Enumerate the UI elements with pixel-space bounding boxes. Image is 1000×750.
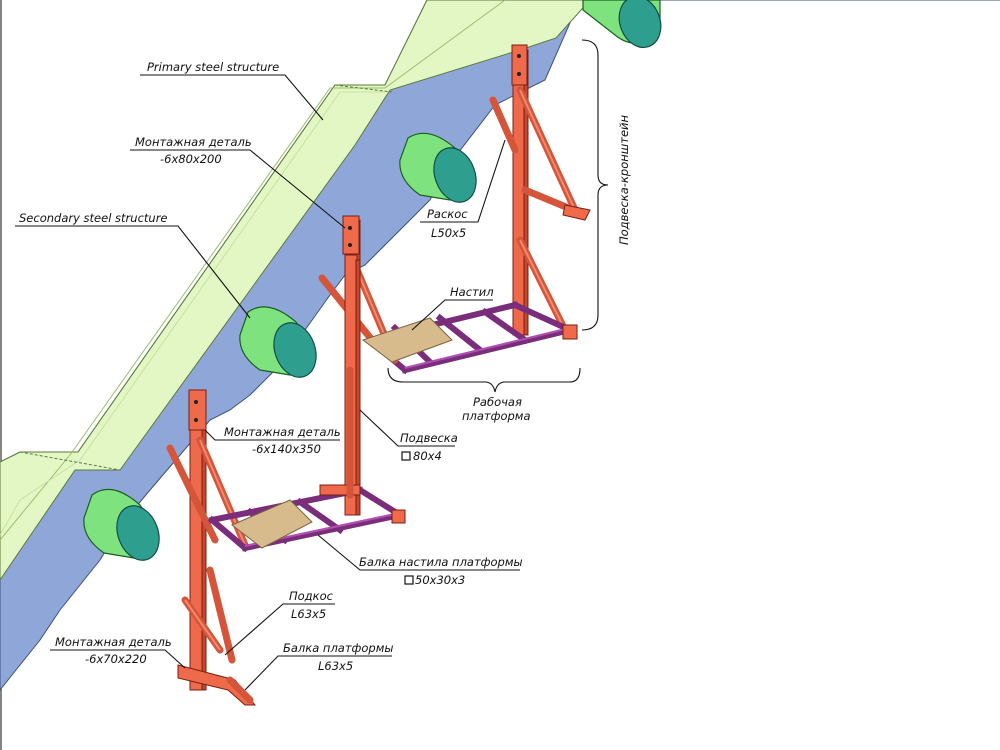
label-platform-line1: Рабочая [473,395,522,409]
label-secondary-text: Secondary steel structure [19,211,168,225]
label-podveska-title: Подвеска [400,431,458,445]
pipe-4 [83,488,160,561]
label-mount1-size: -6x80x200 [160,152,222,166]
upper-deck-plate [361,317,453,363]
label-primary-text: Primary steel structure [147,60,279,74]
label-mount3-title: Монтажная деталь [55,635,172,649]
label-deckbeam-size: 50x30x3 [415,573,465,587]
label-podkos-size: L63x5 [291,607,326,621]
pipe-1 [582,0,662,48]
label-raskos-size: L50x5 [431,226,466,240]
label-platbeam-size: L63x5 [318,659,353,673]
label-mount3-size: -6x70x220 [85,652,147,666]
label-mount2-size: -6x140x350 [252,442,321,456]
lower-deck-plate [231,499,313,549]
pipe-3 [239,306,317,378]
square-section-icon [404,575,414,585]
label-mount-detail-3: Монтажная деталь -6x70x220 [50,635,186,669]
label-nastil-text: Настил [450,285,494,299]
label-podkos: Подкос L63x5 [224,589,335,656]
label-primary-steel: Primary steel structure [140,60,324,121]
label-bracket-side-text: Подвеска-кронштейн [617,114,631,245]
label-deck-beam: Балка настила платформы 50x30x3 [317,534,523,587]
label-raskos: Раскос L50x5 [420,139,506,240]
label-nastil: Настил [411,285,494,331]
secondary-steel-pipes [83,0,662,561]
label-podveska-size: 80x4 [413,449,442,463]
label-mount2-title: Монтажная деталь [224,425,341,439]
label-secondary-steel: Secondary steel structure [15,211,251,319]
label-mount-detail-2: Монтажная деталь -6x140x350 [204,425,341,456]
lower-bracket [166,254,406,706]
label-mount1-title: Монтажная деталь [135,135,252,149]
label-platform-beam: Балка платформы L63x5 [244,641,393,691]
label-bracket-side: Подвеска-кронштейн [581,39,631,331]
label-mount-detail-1: Монтажная деталь -6x80x200 [130,135,346,229]
label-platbeam-title: Балка платформы [283,641,393,655]
label-raskos-title: Раскос [427,207,468,221]
square-section-icon [401,451,411,461]
label-podkos-title: Подкос [289,589,334,603]
label-podveska: Подвеска 80x4 [359,409,458,463]
pipe-2 [399,132,477,203]
label-platform-line2: платформа [462,409,531,423]
label-deckbeam-title: Балка настила платформы [359,555,523,569]
label-working-platform: Рабочая платформа [387,367,581,423]
